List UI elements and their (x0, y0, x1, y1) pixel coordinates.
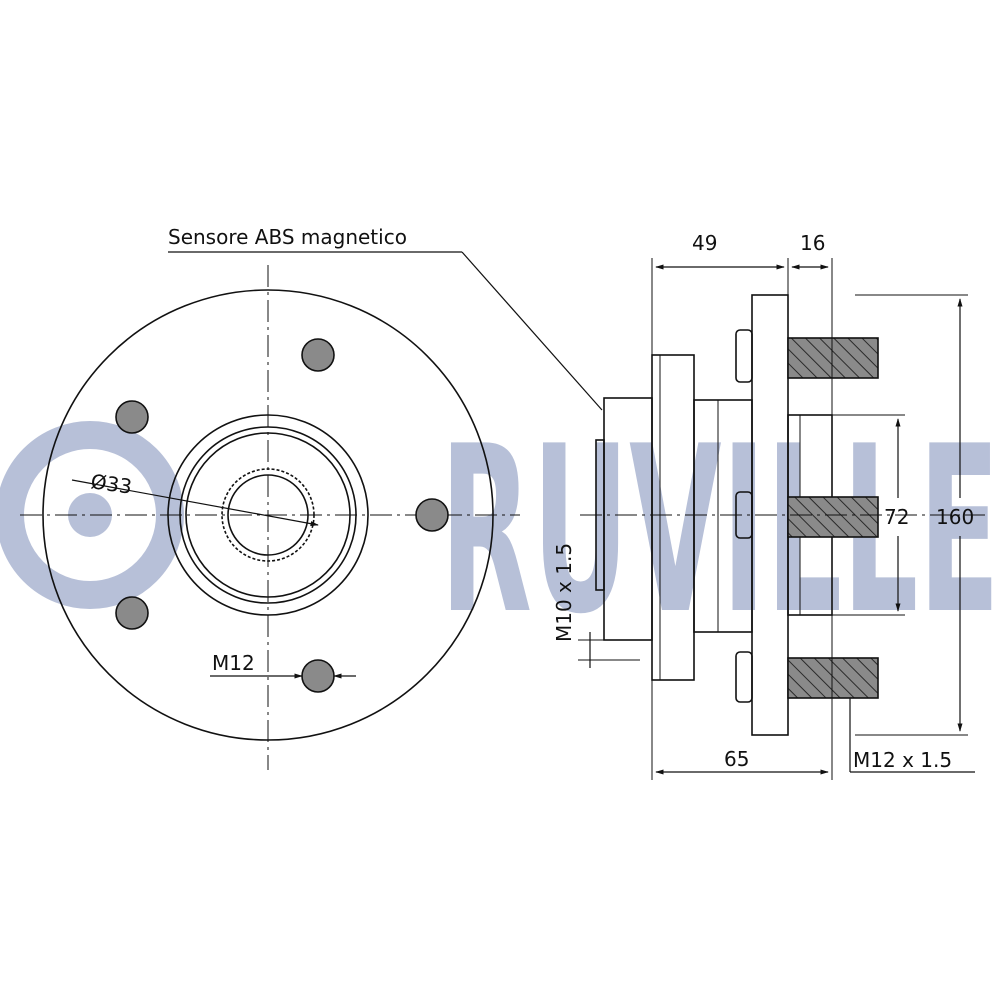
bolt-hole (115, 400, 149, 434)
stud-thread-label: M12 x 1.5 (853, 748, 952, 772)
bolt-hole (301, 659, 335, 693)
wheel-stud (787, 337, 879, 379)
bolt-hole (301, 338, 335, 372)
bolt-hole (415, 498, 449, 532)
diameter-leader (71, 479, 319, 527)
brand-watermark: RUVILLE (0, 398, 1000, 665)
wheel-stud (787, 657, 879, 699)
sensor-leader (461, 251, 603, 411)
sensor-label: Sensore ABS magnetico (168, 225, 407, 249)
stud-head (735, 329, 753, 383)
side-view (578, 258, 985, 780)
bolt-hole (115, 596, 149, 630)
dim-16-label: 16 (800, 231, 825, 255)
diameter-label: Ø33 (89, 469, 133, 499)
front-view (20, 251, 603, 770)
brand-wordmark: RUVILLE (440, 398, 1000, 665)
stud-head (735, 651, 753, 703)
thread-size-label: M10 x 1.5 (552, 543, 576, 642)
wheel-stud (787, 496, 879, 538)
dim-65-label: 65 (724, 747, 749, 771)
bolt-size-label: M12 (212, 651, 255, 675)
dim-49-label: 49 (692, 231, 717, 255)
dim-72-label: 72 (884, 505, 909, 529)
bolt-holes (115, 338, 449, 693)
dim-160-label: 160 (936, 505, 974, 529)
